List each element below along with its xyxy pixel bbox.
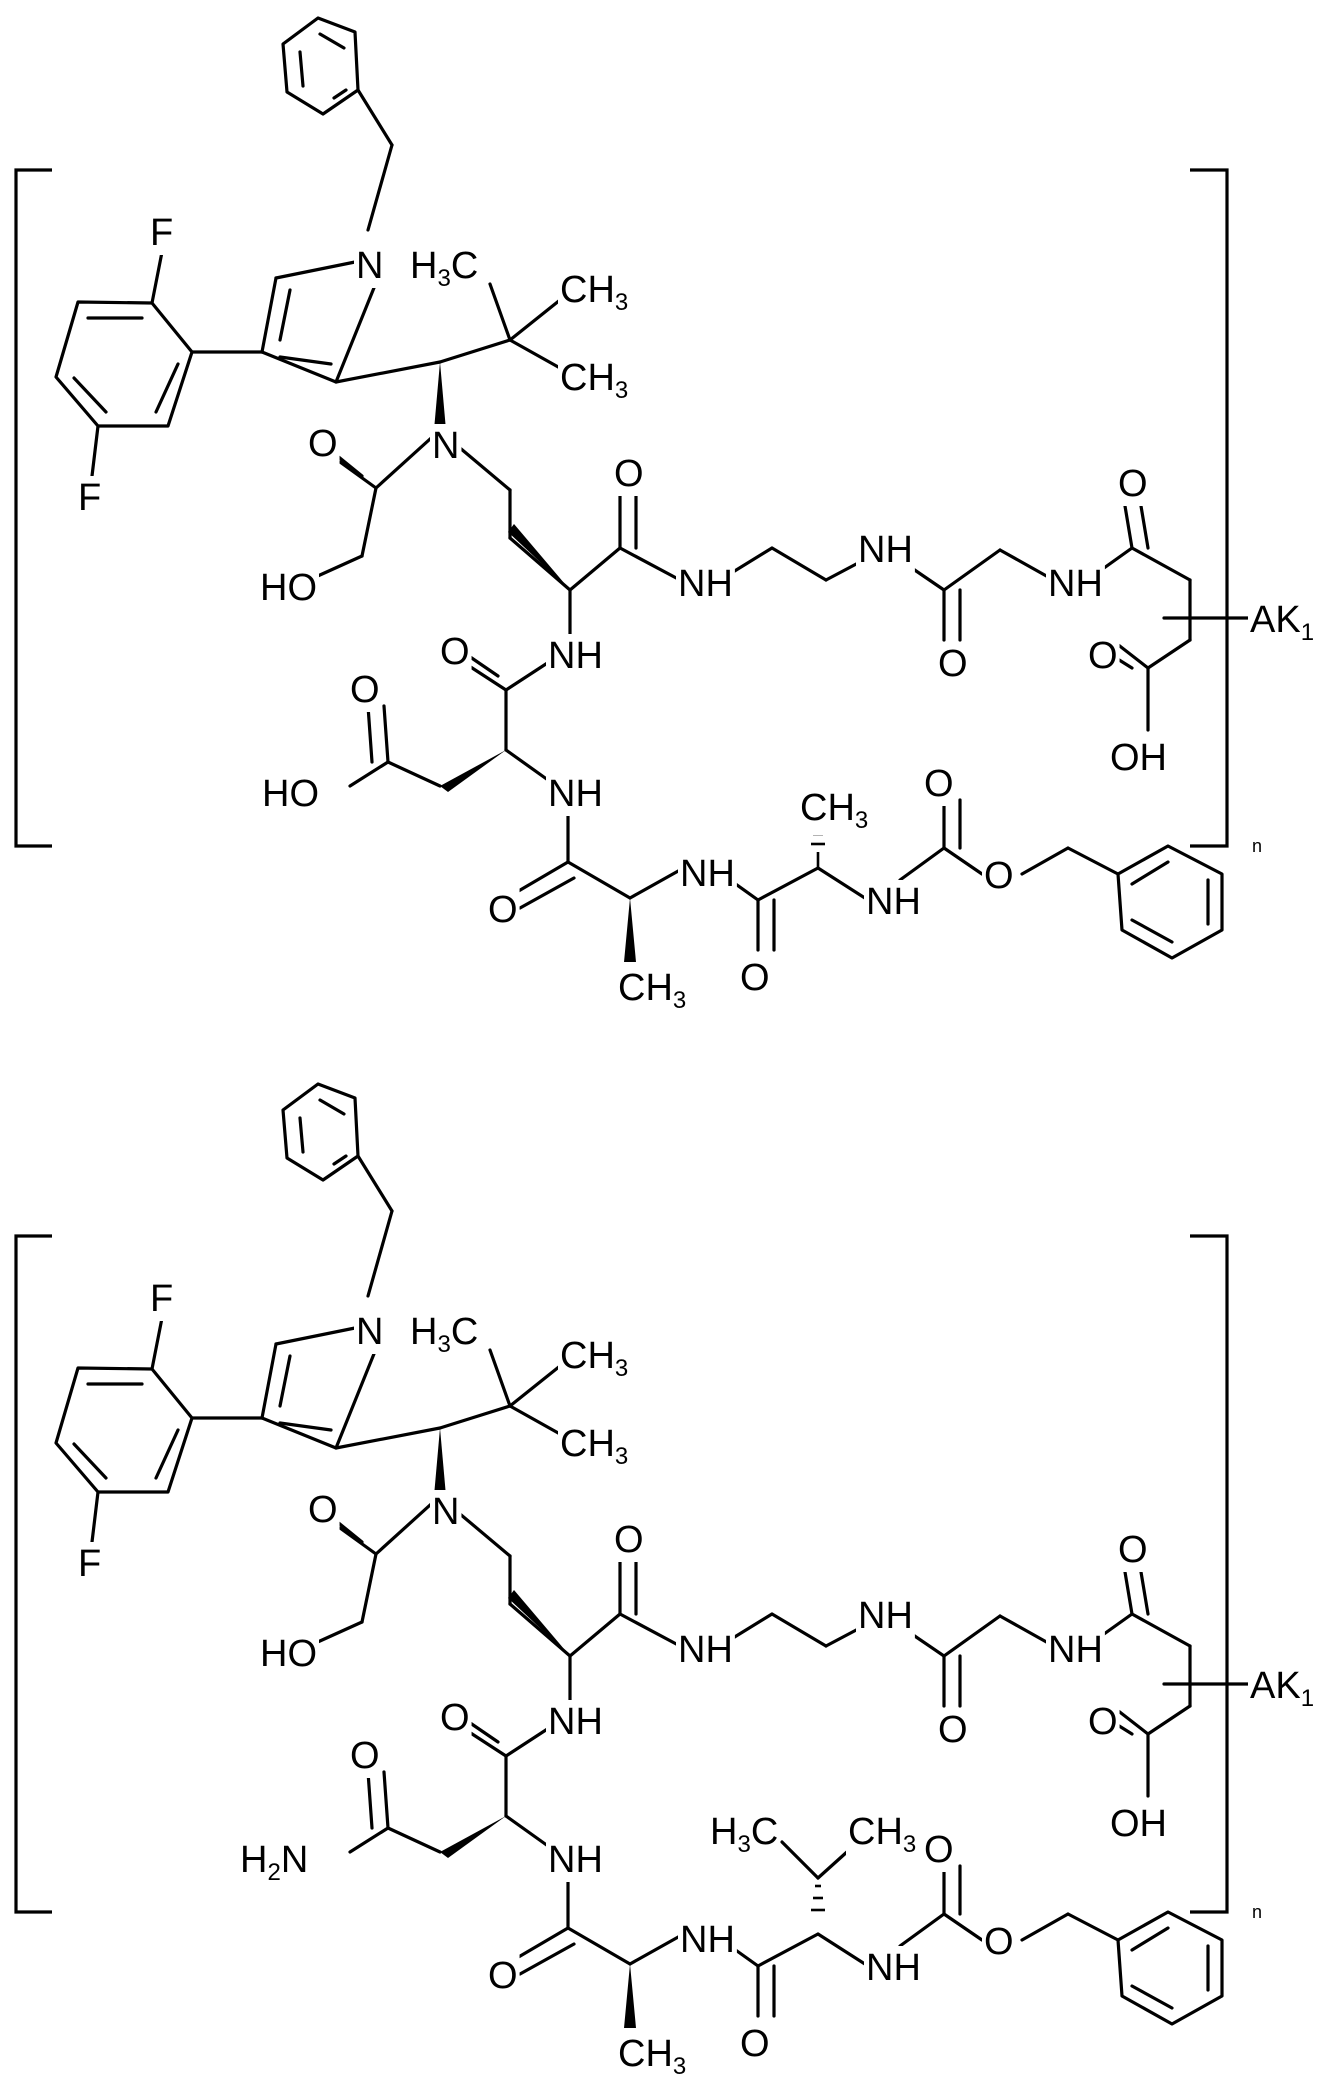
oxygen-label: O (1118, 1529, 1148, 1571)
ala-val-cbz (510, 1842, 1222, 2028)
tert-butyl-group (336, 1350, 560, 1496)
difluorophenyl-ring (56, 252, 262, 476)
benzyl-ring-top (283, 18, 392, 230)
nitrogen-label: N (432, 425, 459, 467)
hydroxyl-label: HO (260, 1633, 317, 1675)
right-bracket (1190, 170, 1227, 846)
amide-nh-label: NH (1048, 1629, 1103, 1671)
oxygen-label: O (740, 957, 770, 999)
amide-nh-label: NH (548, 773, 603, 815)
amide-nh-label: NH (680, 853, 735, 895)
oxygen-label: O (350, 1735, 380, 1777)
repeat-index: n (1252, 836, 1262, 856)
amide-nh-label: NH (680, 1919, 735, 1961)
oxygen-label: O (984, 855, 1014, 897)
left-bracket (16, 170, 52, 846)
oxygen-label: O (984, 1921, 1014, 1963)
asn-residue (350, 1656, 570, 1858)
amide-nh-label: NH (548, 1839, 603, 1881)
hydroxyl-label: HO (262, 773, 319, 815)
oxygen-label: O (1088, 635, 1118, 677)
main-chain (508, 490, 1250, 730)
main-chain (508, 1556, 1250, 1796)
asp-residue (350, 590, 570, 792)
amide-nh-label: NH (1048, 563, 1103, 605)
oxygen-label: O (938, 643, 968, 685)
structure-1: n (16, 18, 1316, 1015)
oxygen-label: O (1118, 463, 1148, 505)
structure-2: n (16, 1084, 1316, 2081)
oxygen-label: O (740, 2023, 770, 2065)
oxygen-label: O (924, 1829, 954, 1871)
amide-nh-label: NH (866, 1947, 921, 1989)
repeat-index: n (1252, 1902, 1262, 1922)
fluorine-label: F (78, 477, 101, 519)
benzyl-ring-top (283, 1084, 392, 1296)
oxygen-label: O (440, 631, 470, 673)
oxygen-label: O (938, 1709, 968, 1751)
nitrogen-label: N (356, 245, 383, 287)
oxygen-label: O (440, 1697, 470, 1739)
oxygen-label: O (308, 423, 338, 465)
nitrogen-label: N (432, 1491, 459, 1533)
atom-labels: F F N N H3C CH3 CH3 O HO O NH NH O NH O … (76, 1277, 1316, 2081)
oxygen-label: O (924, 763, 954, 805)
atom-labels: F F N N H3C CH3 CH3 O HO O NH NH O NH O … (76, 211, 1316, 1015)
oxygen-label: O (614, 1519, 644, 1561)
left-bracket (16, 1236, 52, 1912)
amide-nh-label: NH (548, 635, 603, 677)
amide-nh-label: NH (678, 563, 733, 605)
oxygen-label: O (308, 1489, 338, 1531)
oxygen-label: O (614, 453, 644, 495)
fluorine-label: F (150, 212, 173, 254)
difluorophenyl-ring (56, 1318, 262, 1542)
oxygen-label: O (1088, 1701, 1118, 1743)
hydroxyl-label: OH (1110, 1803, 1167, 1845)
amide-nh-label: NH (678, 1629, 733, 1671)
oxygen-label: O (350, 669, 380, 711)
hydroxyl-label: OH (1110, 737, 1167, 779)
hydroxyl-label: HO (260, 567, 317, 609)
oxygen-label: O (488, 1955, 518, 1997)
amide-nh-label: NH (548, 1701, 603, 1743)
tert-butyl-group (336, 284, 560, 430)
amide-nh-label: NH (858, 1595, 913, 1637)
fluorine-label: F (78, 1543, 101, 1585)
right-bracket (1190, 1236, 1227, 1912)
fluorine-label: F (150, 1278, 173, 1320)
nitrogen-label: N (356, 1311, 383, 1353)
amide-nh-label: NH (866, 881, 921, 923)
oxygen-label: O (488, 889, 518, 931)
amide-nh-label: NH (858, 529, 913, 571)
